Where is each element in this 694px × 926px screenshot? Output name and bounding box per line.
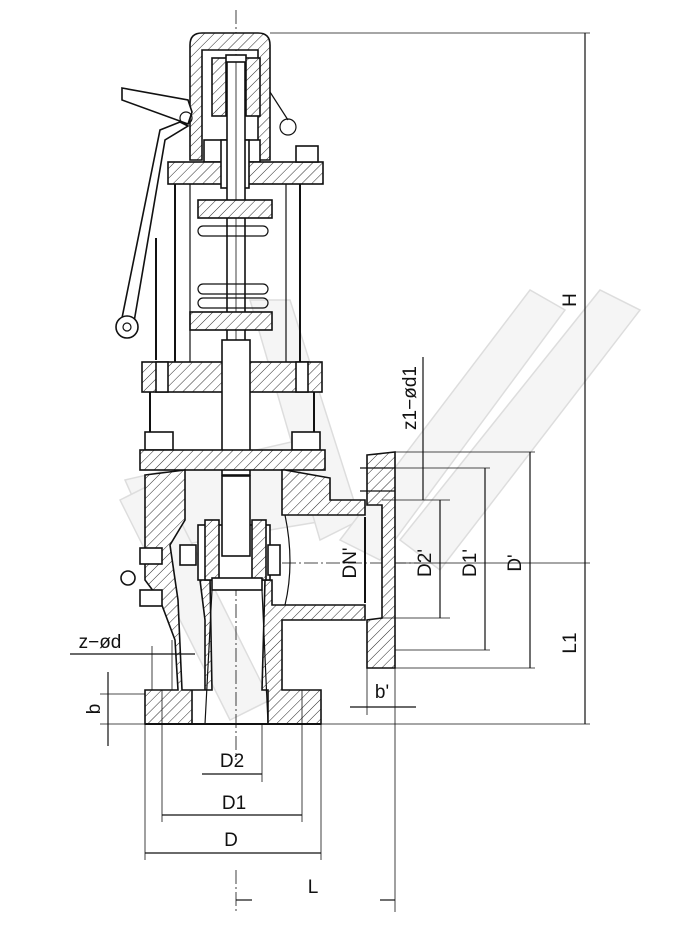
spring <box>174 184 301 362</box>
label-L1: L1 <box>560 632 581 653</box>
label-b-prime: b' <box>375 682 389 703</box>
label-z1-d1: z1−ød1 <box>400 366 421 430</box>
dimension-labels: H L1 z1−ød1 DN' D2' D1' D' b' z−ød b D2 … <box>79 293 581 898</box>
label-L: L <box>308 877 319 898</box>
yoke-flange <box>139 339 326 476</box>
valve-body <box>120 469 366 725</box>
outlet-flange <box>284 451 396 669</box>
label-D: D <box>224 830 238 851</box>
dimension-lines <box>70 32 590 912</box>
label-DN-prime: DN' <box>340 547 361 578</box>
label-z-d: z−ød <box>79 632 122 653</box>
label-D1: D1 <box>222 793 246 814</box>
label-D1-prime: D1' <box>460 549 481 577</box>
lifting-lever <box>115 87 193 360</box>
label-b: b <box>84 704 105 715</box>
label-D-prime: D' <box>505 554 526 571</box>
label-D2: D2 <box>220 751 244 772</box>
label-D2-prime: D2' <box>415 549 436 577</box>
label-H: H <box>560 293 581 307</box>
